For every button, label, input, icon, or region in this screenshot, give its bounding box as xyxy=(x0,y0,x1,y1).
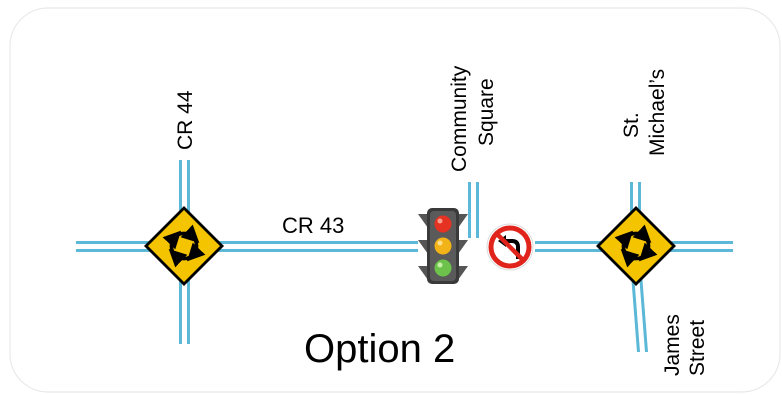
roundabout-sign-left xyxy=(144,206,224,286)
diagram-frame xyxy=(9,7,781,393)
road-label-cr44: CR 44 xyxy=(174,90,197,150)
roundabout-arrows-icon xyxy=(162,224,206,268)
road-label-street: Street xyxy=(686,320,709,376)
no-left-turn-icon xyxy=(486,223,534,271)
roundabout-sign-right xyxy=(596,206,676,286)
road-cr43-left xyxy=(76,241,418,252)
road-label-james: James xyxy=(661,314,684,376)
road-community-square xyxy=(468,182,479,238)
option-title: Option 2 xyxy=(304,327,455,371)
road-label-square: Square xyxy=(475,78,498,146)
traffic-light-icon xyxy=(418,208,468,284)
road-label-michaels: Michael’s xyxy=(646,69,669,156)
road-label-community: Community xyxy=(448,65,471,172)
roundabout-arrows-icon xyxy=(614,224,658,268)
road-label-st: St. xyxy=(620,112,643,138)
road-label-cr43: CR 43 xyxy=(282,213,344,238)
